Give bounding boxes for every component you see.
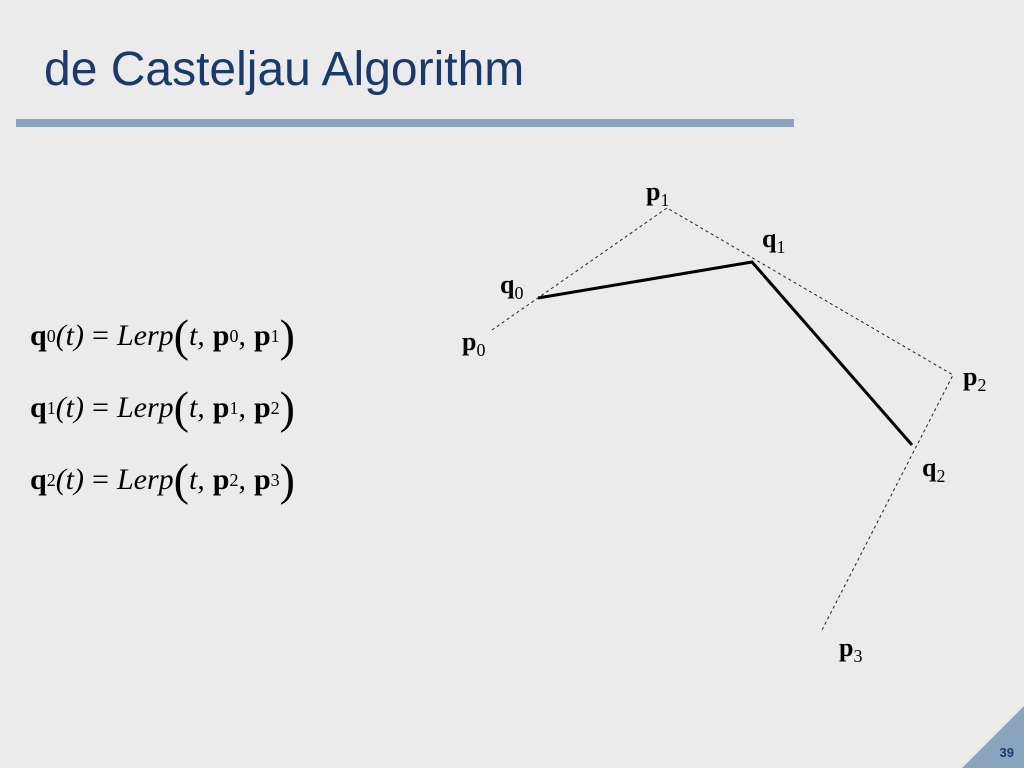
- eq-argument: (t): [55, 463, 85, 496]
- eq-lhs-subscript: 1: [46, 397, 56, 418]
- eq-comma: ,: [238, 391, 246, 424]
- eq-argument: (t): [55, 391, 85, 424]
- eq-open-paren: (: [173, 382, 189, 433]
- label-p2: p2: [963, 362, 986, 395]
- eq-close-paren: ): [279, 454, 295, 505]
- control-polygon: [491, 207, 954, 631]
- eq-close-paren: ): [279, 310, 295, 361]
- label-q1: q1: [762, 224, 785, 257]
- title-underline: [16, 119, 794, 127]
- eq-point-a: p: [212, 463, 230, 496]
- eq-function: Lerp: [116, 391, 174, 424]
- eq-function: Lerp: [116, 319, 174, 352]
- label-p0: p0: [462, 327, 485, 360]
- interpolated-segments: [537, 260, 914, 446]
- eq-point-a-subscript: 0: [229, 325, 239, 346]
- label-q0: q0: [500, 270, 523, 303]
- eq-open-paren: (: [173, 454, 189, 505]
- eq-point-b-subscript: 2: [270, 397, 280, 418]
- eq-param: t,: [188, 319, 205, 352]
- eq-param: t,: [188, 391, 205, 424]
- eq-equals: =: [92, 463, 109, 496]
- eq-open-paren: (: [173, 310, 189, 361]
- eq-point-b: p: [253, 319, 271, 352]
- eq-param: t,: [188, 463, 205, 496]
- slide-title: de Casteljau Algorithm: [44, 43, 525, 96]
- eq-point-b: p: [253, 391, 271, 424]
- eq-argument: (t): [55, 319, 85, 352]
- eq-point-a-subscript: 1: [229, 397, 239, 418]
- eq-point-a: p: [212, 391, 230, 424]
- eq-point-b-subscript: 1: [270, 325, 280, 346]
- label-q2: q2: [922, 453, 945, 486]
- label-p3: p3: [839, 633, 862, 666]
- eq-lhs-subscript: 0: [46, 325, 56, 346]
- eq-lhs-symbol: q: [30, 319, 47, 352]
- eq-comma: ,: [238, 463, 246, 496]
- eq-equals: =: [92, 391, 109, 424]
- corner-tab: [962, 706, 1024, 768]
- eq-equals: =: [92, 319, 109, 352]
- eq-lhs-subscript: 2: [46, 469, 56, 490]
- eq-lhs-symbol: q: [30, 463, 47, 496]
- eq-lhs-symbol: q: [30, 391, 47, 424]
- eq-point-b-subscript: 3: [270, 469, 280, 490]
- page-number: 39: [999, 745, 1014, 760]
- eq-comma: ,: [238, 319, 246, 352]
- eq-function: Lerp: [116, 463, 174, 496]
- eq-close-paren: ): [279, 382, 295, 433]
- eq-point-a-subscript: 2: [229, 469, 239, 490]
- label-p1: p1: [646, 177, 669, 210]
- eq-point-b: p: [253, 463, 271, 496]
- eq-point-a: p: [212, 319, 230, 352]
